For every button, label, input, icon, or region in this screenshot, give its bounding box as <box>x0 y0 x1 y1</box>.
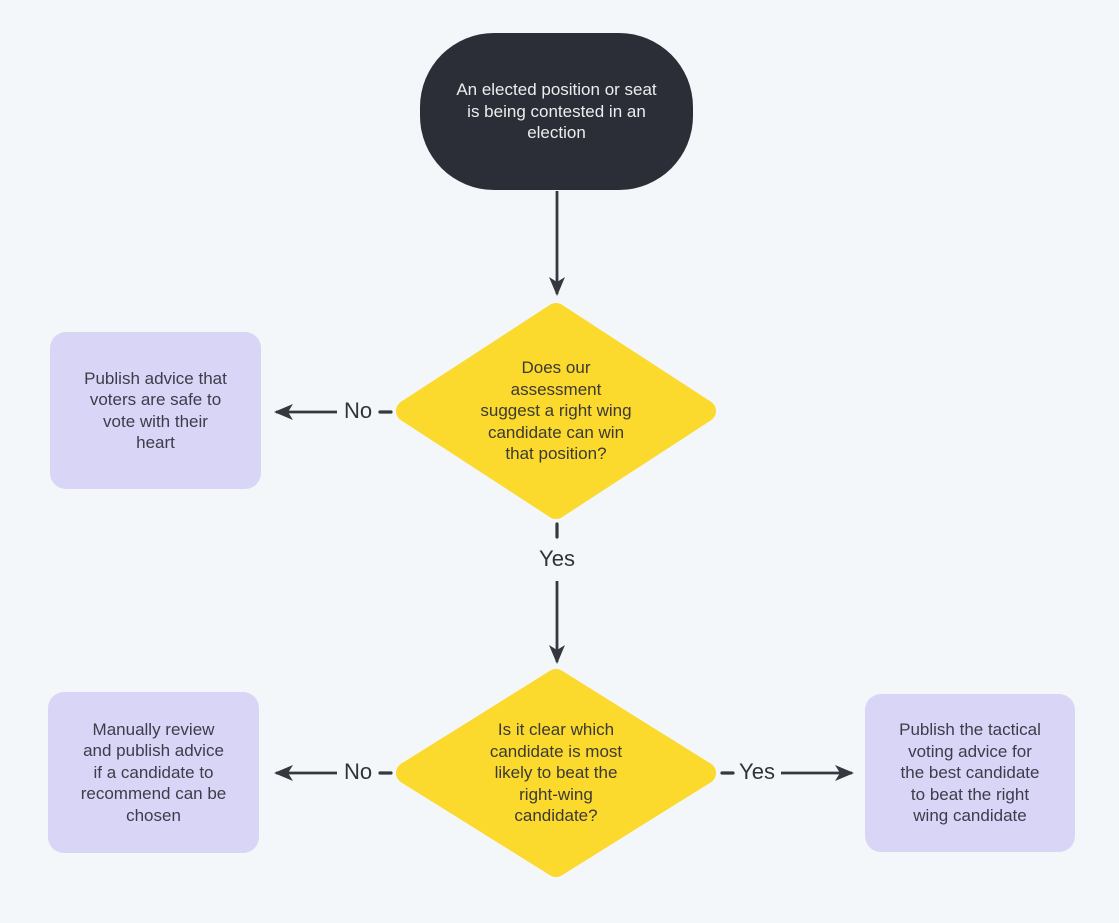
outcome1-text: Publish advice that voters are safe to v… <box>84 368 227 453</box>
edge-label-yes-1: Yes <box>539 546 575 571</box>
diamond-shape <box>396 303 716 519</box>
edge-label-no-1: No <box>343 398 373 423</box>
decision-node-right-wing-can-win: Does our assessment suggest a right wing… <box>395 302 717 520</box>
start-node: An elected position or seat is being con… <box>420 33 693 190</box>
outcome3-text: Publish the tactical voting advice for t… <box>899 720 1041 826</box>
outcome-node-tactical-advice: Publish the tactical voting advice for t… <box>865 694 1075 852</box>
outcome2-text: Manually review and publish advice if a … <box>80 719 227 825</box>
decision1-text: Does our assessment suggest a right wing… <box>480 358 632 464</box>
outcome-node-vote-with-heart: Publish advice that voters are safe to v… <box>50 332 261 489</box>
decision2-text: Is it clear which candidate is most like… <box>489 720 623 826</box>
diamond-shape <box>396 669 716 877</box>
decision-node-clear-best-candidate: Is it clear which candidate is most like… <box>395 668 717 878</box>
edge-label-no-2: No <box>343 759 373 784</box>
start-node-text: An elected position or seat is being con… <box>456 80 657 143</box>
outcome-node-manual-review: Manually review and publish advice if a … <box>48 692 259 853</box>
edge-label-yes-2: Yes <box>739 759 775 784</box>
